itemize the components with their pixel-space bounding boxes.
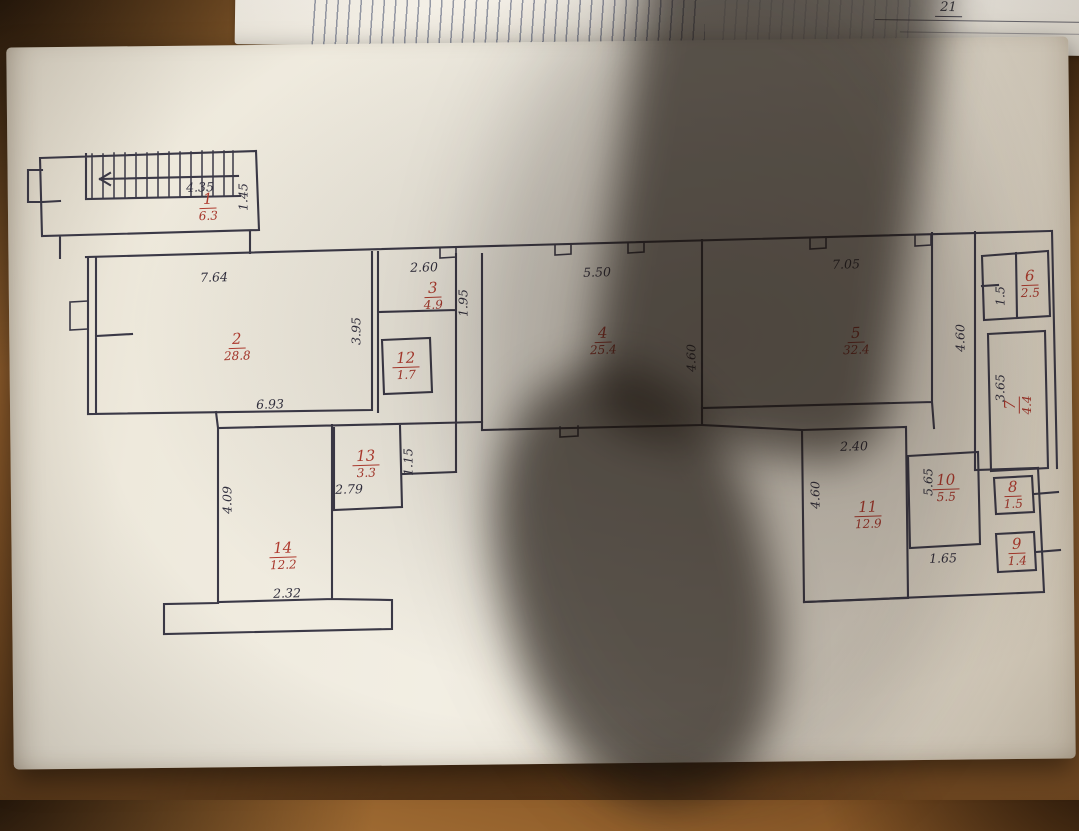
dim-room6-width: 1.5 [992,286,1008,306]
dim-right-corridor: 4.60 [952,324,968,352]
dim-room10-bottom: 1.65 [928,550,958,566]
stairs-hatching [91,150,234,199]
room6-walls [980,249,1052,322]
dim-stairs-length: 4.35 [185,179,215,195]
dim-room13-side: 1.15 [400,448,416,476]
dim-room7-height: 3.65 [992,374,1008,402]
bottom-right-walls [802,466,1046,604]
room9-walls [994,530,1062,574]
dim-room4-top: 5.50 [582,264,612,280]
dim-room11-side: 4.60 [807,481,823,509]
dim-room13-bottom: 2.79 [334,481,364,497]
dim-room3-top: 2.60 [409,259,439,275]
dim-room2-side: 3.95 [348,317,364,345]
room7-walls [986,329,1050,473]
room5-walls [700,231,936,430]
left-exterior-ticks [69,300,89,331]
dim-room5-top: 7.05 [831,256,861,272]
dim-room14-bottom: 2.32 [272,585,302,601]
dim-rooms45-wall: 4.60 [683,344,699,372]
room8-walls [992,474,1060,516]
room2-walls [86,250,374,416]
dim-room11-top: 2.40 [839,438,869,454]
dim-room14-side: 4.09 [219,486,235,514]
dim-corridor-width: 1.95 [455,289,471,317]
dim-hall-width: 6.93 [255,396,285,412]
dim-room2-top: 7.64 [199,269,229,285]
room13-14-walls [162,410,484,636]
dim-stairs-width: 1.45 [235,183,251,211]
mid-corridor-walls [700,423,804,432]
floorplan-drawing [26,149,1062,636]
dim-room10-height: 5.65 [920,468,936,496]
room10-walls [906,450,982,550]
